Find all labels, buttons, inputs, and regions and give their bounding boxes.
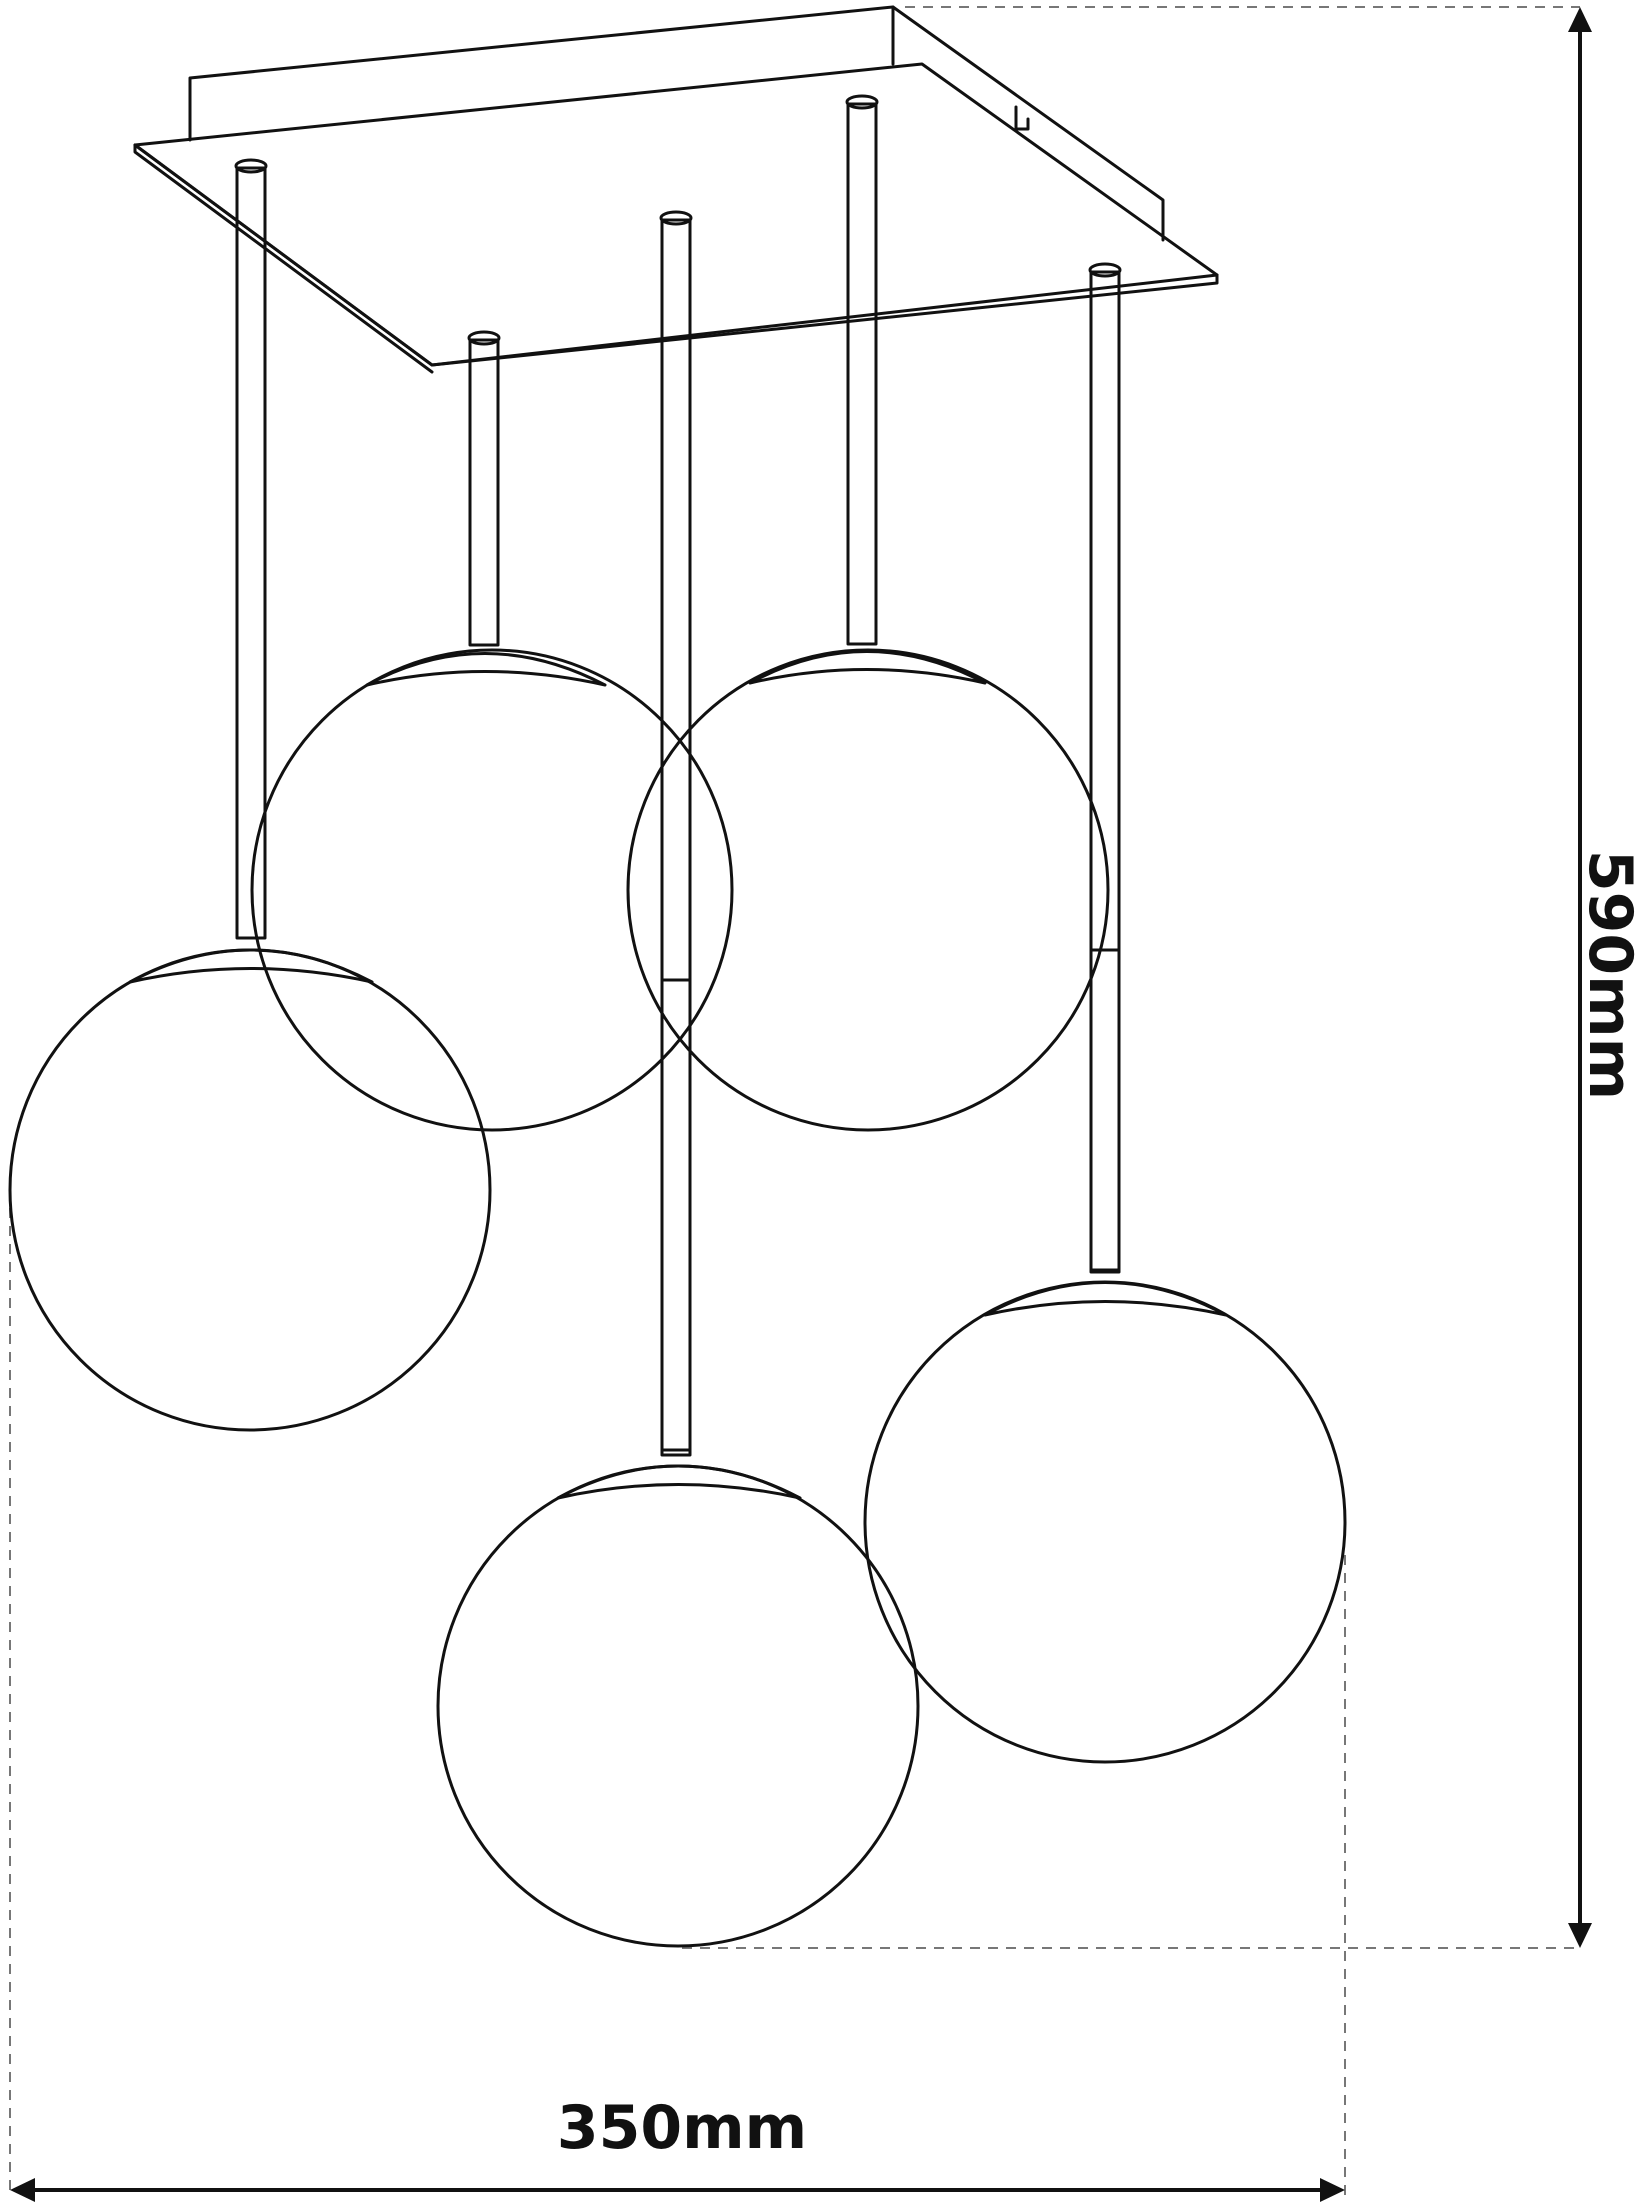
globe-left-cup <box>128 948 374 984</box>
canopy-front-edge <box>133 143 1219 367</box>
rod-front-right <box>1089 270 1121 1274</box>
rod-center-front-segment <box>660 978 692 1452</box>
rod-cap-center <box>659 210 693 226</box>
globe-back-right-shade <box>626 648 1110 1132</box>
globe-back-left-shade <box>250 648 734 1132</box>
globe-back-left <box>250 648 734 1132</box>
rod-front-left <box>235 166 267 940</box>
rod-cap-front-left <box>234 158 268 174</box>
globe-back-right <box>626 648 1110 1132</box>
width-dimension-label: 350mm <box>557 2093 807 2163</box>
suspension-rods <box>234 94 1122 1457</box>
height-arrow-bottom <box>1568 1923 1592 1948</box>
canopy-lip <box>133 143 434 374</box>
height-arrow-top <box>1568 7 1592 32</box>
globe-right-cup <box>983 1281 1228 1317</box>
width-arrow-left <box>10 2178 35 2202</box>
rod-back-right <box>846 102 878 646</box>
height-dimension-label: 590mm <box>1575 850 1645 1100</box>
globe-back-left-cup <box>365 652 607 687</box>
width-arrow-right <box>1320 2178 1345 2202</box>
globe-right <box>863 1280 1347 1764</box>
globe-front-center <box>436 1464 920 1948</box>
globe-right-shade <box>863 1280 1347 1764</box>
globe-left-shade <box>8 948 492 1432</box>
dimension-extension-lines <box>9 6 1580 2195</box>
rod-cap-front-right <box>1088 262 1122 278</box>
rod-back-left <box>468 338 500 647</box>
canopy-bracket <box>1014 105 1030 131</box>
rod-cap-back-left <box>467 330 501 346</box>
globe-front-center-cup <box>556 1464 802 1500</box>
rod-front-right-front-segment <box>1089 948 1121 1272</box>
height-dimension: 590mm <box>1568 7 1645 1948</box>
globe-back-right-cup <box>748 650 987 685</box>
canopy-top-face <box>133 62 1219 367</box>
width-dimension: 350mm <box>10 2093 1345 2202</box>
globe-left <box>8 948 492 1432</box>
rod-cap-back-right <box>845 94 879 110</box>
ceiling-canopy <box>133 5 1219 374</box>
rod-center <box>660 218 692 1457</box>
globe-shades <box>8 648 1347 1948</box>
globe-front-center-shade <box>436 1464 920 1948</box>
